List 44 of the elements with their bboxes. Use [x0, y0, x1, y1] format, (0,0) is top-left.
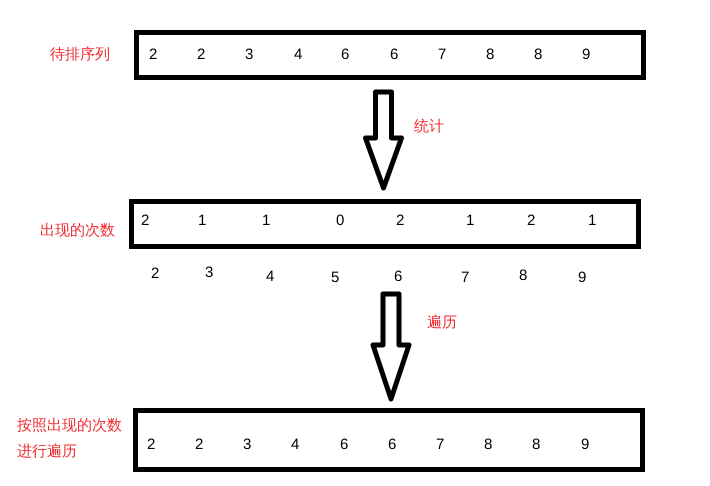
index-label: 7 — [461, 270, 470, 286]
index-label: 9 — [578, 270, 586, 286]
row-label: 待排序列 — [50, 45, 110, 64]
index-label: 3 — [205, 264, 214, 281]
index-label: 4 — [266, 268, 274, 285]
index-label: 5 — [331, 270, 340, 286]
array-value: 2 — [141, 212, 150, 229]
array-value: 8 — [532, 436, 540, 453]
array-value: 8 — [534, 46, 542, 63]
array-value: 4 — [294, 46, 302, 63]
array-value: 2 — [147, 436, 156, 453]
array-value: 2 — [396, 212, 404, 229]
array-value: 2 — [195, 436, 204, 453]
index-label: 8 — [519, 268, 528, 284]
array-value: 6 — [388, 436, 396, 453]
row-label: 按照出现的次数进行遍历 — [17, 415, 123, 462]
number-box — [133, 408, 645, 472]
array-value: 3 — [243, 436, 252, 453]
array-value: 8 — [486, 46, 494, 63]
index-label: 6 — [394, 268, 402, 285]
number-box — [129, 199, 641, 249]
array-value: 1 — [588, 212, 596, 229]
array-value: 2 — [149, 46, 158, 63]
array-value: 3 — [245, 46, 254, 63]
row-label: 出现的次数 — [40, 221, 115, 240]
array-value: 0 — [336, 212, 344, 229]
array-value: 9 — [582, 46, 590, 63]
array-value: 2 — [527, 212, 536, 229]
array-value: 6 — [341, 46, 350, 63]
array-value: 7 — [438, 46, 446, 63]
array-value: 6 — [340, 436, 348, 453]
array-value: 2 — [197, 46, 206, 63]
array-value: 1 — [198, 212, 206, 229]
array-value: 1 — [466, 212, 474, 229]
array-value: 9 — [581, 436, 590, 453]
block-arrow — [363, 90, 404, 190]
block-arrow — [370, 292, 412, 402]
array-value: 4 — [291, 436, 300, 453]
index-label: 2 — [151, 266, 160, 282]
array-value: 8 — [484, 436, 492, 453]
number-box — [134, 30, 646, 80]
array-value: 1 — [262, 212, 270, 229]
array-value: 7 — [436, 436, 444, 453]
array-value: 6 — [390, 46, 398, 63]
